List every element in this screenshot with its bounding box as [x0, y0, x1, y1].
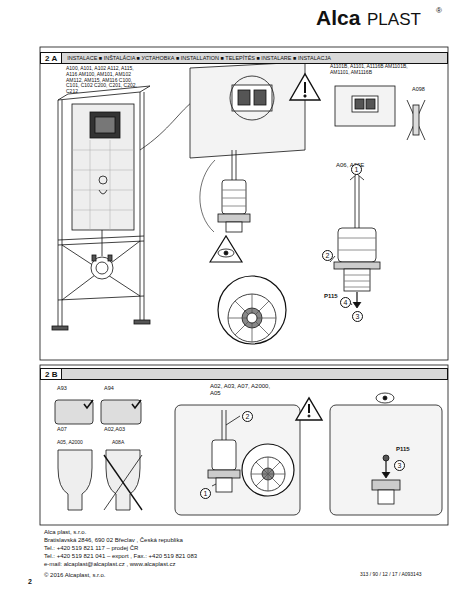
cistern-valve [175, 405, 300, 515]
logo: ® [436, 6, 442, 15]
callout: 1 [351, 164, 362, 175]
part-name: A07 [57, 426, 67, 432]
wall-plate [190, 62, 305, 158]
section-band: 2 B [40, 368, 448, 380]
part-name: P115 [396, 446, 410, 453]
section-band: 2 AINSTALACE ■ INŠTALÁCIA ■ УСТАНОВКА ■ … [40, 52, 448, 64]
new-button-plate [335, 86, 425, 140]
model-list: A1101B, A1101, A1116B AM1101B, AM1101, A… [330, 64, 422, 76]
callout: 2 [242, 411, 253, 422]
footer-text: e-mail: alcaplast@alcaplast.cz , www.alc… [44, 561, 175, 568]
callout: 3 [352, 311, 363, 322]
footer-text: Tel.: +420 519 821 117 – prodej ČR [44, 545, 138, 552]
footer-text: Bratislavská 2846, 690 02 Břeclav , Česk… [44, 537, 183, 544]
part-name: A05, A2000 [57, 440, 83, 446]
footer-text: Alca plast, s.r.o. [44, 529, 86, 536]
callout: 3 [394, 460, 405, 471]
part-name: A93 [57, 385, 67, 391]
doc-number: 313 / 90 / 12 / 17 / A093143 [360, 572, 421, 578]
callout: 4 [340, 297, 351, 308]
valve-assembly [330, 174, 380, 308]
flush-valve [200, 150, 250, 232]
warning-eye [210, 236, 242, 262]
footer-text: © 2016 Alcaplast, s.r.o. [44, 572, 105, 579]
section-number: 2 B [41, 369, 62, 379]
section-number: 2 A [41, 53, 62, 63]
footer-text: Tel.: +420 519 821 041 – export , Fax.: … [44, 553, 197, 560]
part-name: A08A [112, 440, 124, 446]
part-name: A94 [104, 385, 114, 391]
callout: 2 [322, 250, 333, 261]
callout: 1 [200, 488, 211, 499]
warning-triangle-b [296, 398, 322, 420]
logo: PLAST [367, 10, 421, 30]
model-list: A100, A101, A102 A112, A115, A116 AM100,… [66, 66, 144, 95]
section-title: INSTALACE ■ INŠTALÁCIA ■ УСТАНОВКА ■ INS… [62, 55, 331, 61]
cistern-p115 [330, 393, 442, 515]
page-number: 2 [28, 578, 32, 586]
installation-frame [52, 86, 150, 330]
warning-triangle [290, 74, 320, 100]
logo: Alca [316, 6, 360, 30]
part-name: A02, A03, A07, A2000, A05 [210, 383, 278, 397]
cistern-types [55, 400, 142, 510]
part-name: A02,A03 [104, 426, 125, 432]
part-name: P115 [324, 293, 338, 300]
valve-detail [218, 276, 286, 344]
part-name: A098 [412, 86, 425, 92]
